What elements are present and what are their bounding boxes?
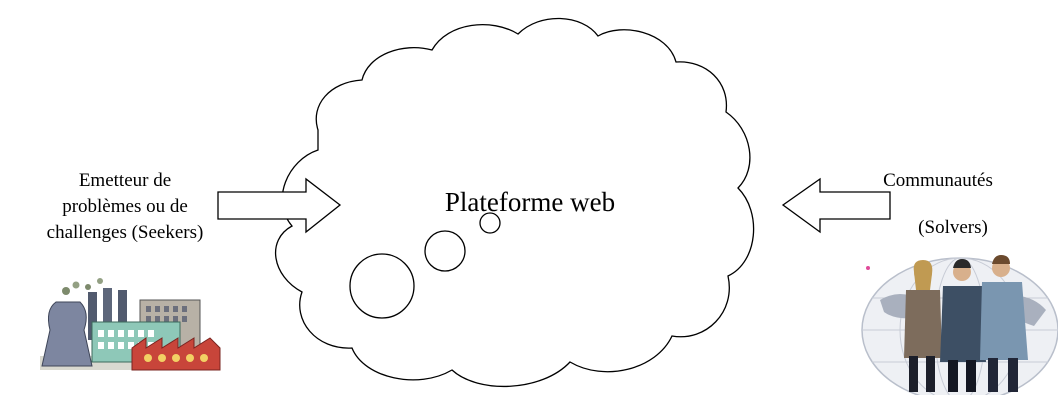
platform-label: Plateforme web [444, 187, 616, 217]
thought-bubble-large [349, 253, 415, 319]
solvers-label-line-2: (Solvers) [918, 217, 988, 238]
seekers-label: Emetteur de problèmes ou de challenges (… [0, 168, 250, 246]
solvers-label-line-1: Communautés [883, 170, 993, 191]
seekers-label-line-1: Emetteur de [78, 170, 172, 191]
thought-bubble-small [479, 212, 501, 234]
thought-bubble-medium [424, 230, 466, 272]
seekers-label-line-2: problèmes ou de [62, 196, 188, 217]
arrow-seekers-to-platform [217, 177, 342, 234]
arrow-solvers-to-platform [781, 177, 891, 234]
factory-icon [40, 278, 221, 371]
people-globe-icon [861, 255, 1058, 395]
seekers-label-line-3: challenges (Seekers) [46, 222, 204, 243]
